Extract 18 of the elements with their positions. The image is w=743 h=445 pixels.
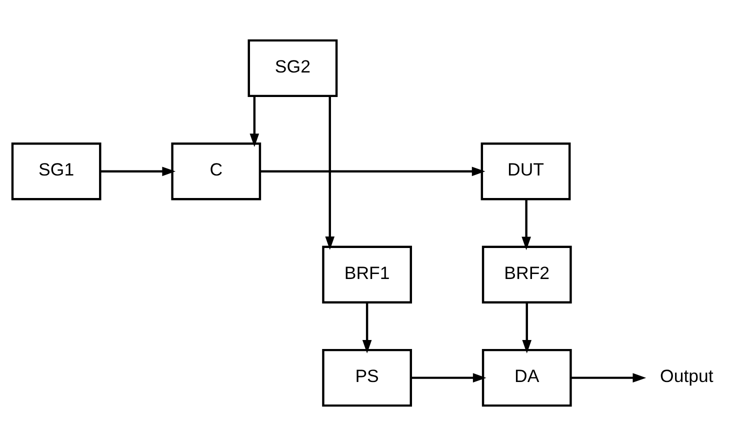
arrow	[260, 166, 486, 176]
arrow	[250, 96, 260, 146]
arrow	[362, 302, 372, 353]
node-box: C	[171, 142, 262, 200]
arrow	[522, 199, 531, 250]
node-box: PS	[322, 348, 412, 406]
node-box: SG1	[11, 142, 102, 200]
arrow	[570, 372, 646, 382]
node-text: Output	[660, 366, 714, 386]
node-box: DA	[482, 348, 572, 406]
node-box: BRF2	[482, 245, 572, 303]
arrow	[100, 166, 176, 176]
arrow	[325, 96, 335, 250]
arrow	[522, 302, 532, 353]
node-box: BRF1	[322, 245, 412, 303]
node-box: SG2	[248, 38, 338, 97]
arrow	[411, 372, 486, 382]
node-box: DUT	[480, 142, 571, 200]
